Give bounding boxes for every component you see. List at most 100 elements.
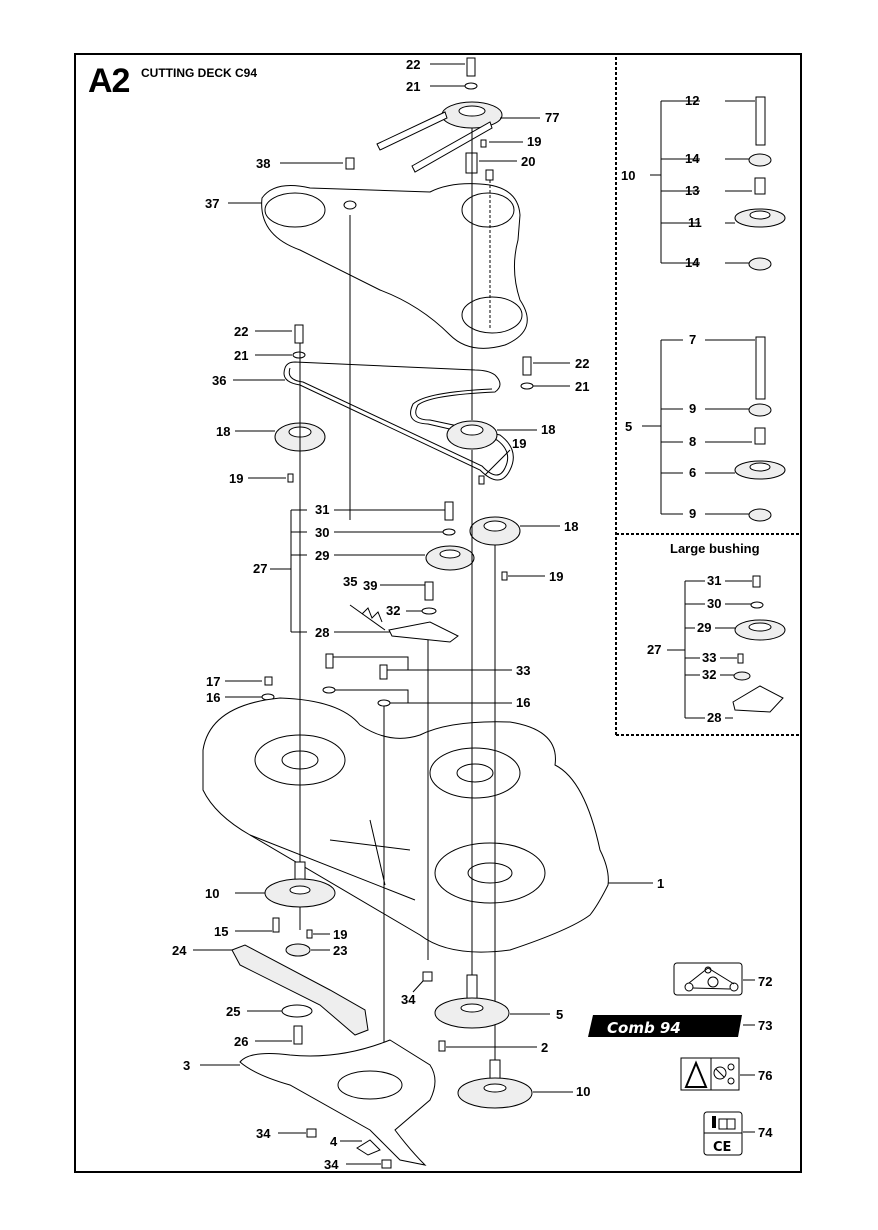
section-letter: A2 — [88, 62, 130, 100]
washer-icon — [464, 82, 478, 90]
callout-37: 37 — [205, 196, 219, 211]
callout-72: 72 — [758, 974, 772, 989]
ce-mark: CE — [713, 1140, 731, 1155]
bolt-icon — [294, 324, 304, 344]
callout-5: 5 — [556, 1007, 563, 1022]
callout-18: 18 — [216, 424, 230, 439]
bolt-icon — [485, 169, 494, 181]
inset-spindle-5: 5 7 9 8 6 9 — [625, 332, 786, 522]
callout-28: 28 — [707, 710, 721, 725]
key-icon — [478, 475, 485, 485]
washer-icon — [421, 607, 437, 615]
left-spindle-blade-assembly: 10 15 19 23 24 25 26 — [172, 861, 369, 1049]
bolt-icon — [293, 1025, 303, 1045]
callout-14: 14 — [685, 151, 700, 166]
callout-9: 9 — [689, 506, 696, 521]
idler-arm-icon — [388, 621, 459, 643]
belt-drive: 22 21 36 18 19 22 21 18 19 18 19 — [212, 324, 589, 584]
bolt-icon — [737, 653, 744, 664]
callout-20: 20 — [521, 154, 535, 169]
decals: 72 Comb 94 73 76 CE 74 — [588, 962, 773, 1156]
belt-routing-decal — [673, 962, 743, 996]
callout-10: 10 — [576, 1084, 590, 1099]
callout-77: 77 — [545, 110, 559, 125]
callout-19: 19 — [549, 569, 563, 584]
callout-73: 73 — [758, 1018, 772, 1033]
right-spindle-assemblies: 34 5 2 10 — [401, 971, 590, 1109]
callout-31: 31 — [707, 573, 721, 588]
callout-15: 15 — [214, 924, 228, 939]
callout-11: 11 — [688, 215, 702, 230]
washer-icon — [442, 528, 456, 536]
spindle-icon — [457, 1077, 533, 1109]
shaft-icon — [755, 96, 766, 146]
callout-10: 10 — [205, 886, 219, 901]
callout-22: 22 — [575, 356, 589, 371]
callout-30: 30 — [707, 596, 721, 611]
spacer-icon — [754, 427, 766, 445]
key-icon — [287, 473, 294, 483]
washer-icon — [343, 200, 357, 210]
bolt-icon — [345, 157, 355, 170]
bolt-icon — [325, 653, 334, 669]
callout-34: 34 — [256, 1126, 271, 1141]
washer-icon — [377, 699, 391, 707]
key-icon — [306, 929, 313, 939]
bolt-icon — [444, 501, 454, 521]
nut-icon — [306, 1128, 317, 1138]
washer-icon — [750, 601, 764, 609]
callout-3: 3 — [183, 1058, 190, 1073]
callout-17: 17 — [206, 674, 220, 689]
inset-spindle-10: 10 12 14 13 11 14 — [621, 93, 786, 271]
belt-icon — [376, 111, 448, 151]
bearing-icon — [748, 403, 772, 417]
spindle-icon — [434, 997, 510, 1029]
callout-29: 29 — [697, 620, 711, 635]
page-frame — [74, 53, 802, 1173]
nut-icon — [381, 1159, 392, 1169]
idler-assembly: 27 31 30 29 35 39 32 28 — [253, 501, 475, 643]
callout-28: 28 — [315, 625, 329, 640]
callout-4: 4 — [330, 1134, 338, 1149]
blade-icon — [231, 944, 369, 1036]
callout-22: 22 — [406, 57, 420, 72]
callout-12: 12 — [685, 93, 699, 108]
callout-23: 23 — [333, 943, 347, 958]
bushing-icon — [733, 671, 751, 681]
callout-33: 33 — [702, 650, 716, 665]
bolt-icon — [379, 664, 388, 680]
callout-22: 22 — [234, 324, 248, 339]
cutting-deck: 1 — [202, 697, 664, 953]
model-decal-text: Comb 94 — [607, 1019, 681, 1037]
callout-34: 34 — [401, 992, 416, 1007]
callout-21: 21 — [234, 348, 248, 363]
callout-10: 10 — [621, 168, 635, 183]
top-pulley-assembly: 22 21 77 19 20 — [376, 57, 559, 174]
spacer-icon — [754, 177, 766, 195]
washer-icon — [292, 351, 306, 359]
washer-icon — [520, 382, 534, 390]
callout-14: 14 — [685, 255, 700, 270]
blade-washer-icon — [281, 1004, 313, 1018]
warning-decal — [680, 1057, 740, 1091]
callout-9: 9 — [689, 401, 696, 416]
callout-19: 19 — [527, 134, 541, 149]
model-decal — [588, 1015, 742, 1037]
bolt-icon — [466, 57, 476, 77]
bearing-icon — [748, 153, 772, 167]
callout-18: 18 — [541, 422, 555, 437]
callout-16: 16 — [206, 690, 220, 705]
callout-1: 1 — [657, 876, 664, 891]
inset-large-bushing: Large bushing 27 31 30 29 33 32 28 — [647, 541, 786, 725]
callout-7: 7 — [689, 332, 696, 347]
nut-icon — [264, 676, 273, 686]
callout-2: 2 — [541, 1040, 548, 1055]
callout-27: 27 — [253, 561, 267, 576]
callout-13: 13 — [685, 183, 699, 198]
bearing-icon — [285, 943, 311, 957]
callout-16: 16 — [516, 695, 530, 710]
callout-19: 19 — [229, 471, 243, 486]
callout-29: 29 — [315, 548, 329, 563]
deck-hardware: 33 16 17 16 — [206, 653, 530, 710]
no-hands-icon — [713, 1066, 727, 1080]
